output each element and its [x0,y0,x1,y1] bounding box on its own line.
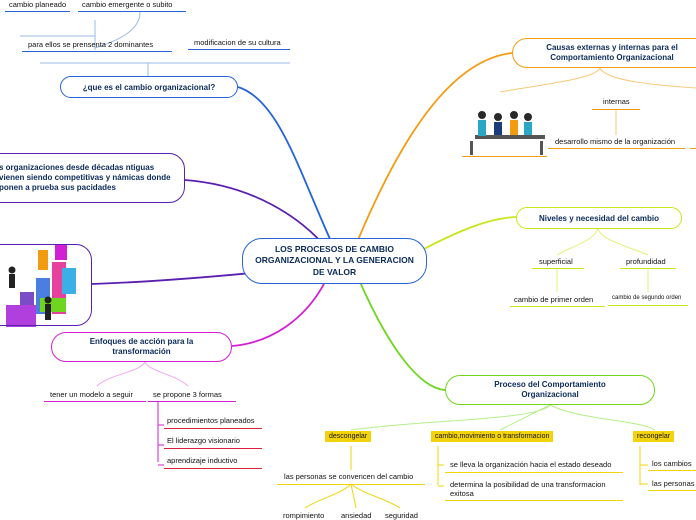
branch-line-enfoques [231,281,326,347]
forma-procedimientos-label[interactable]: procedimientos planeados [167,416,255,425]
branch-line-image-left [91,271,263,285]
forma-liderazgo-label[interactable]: El liderazgo visionario [167,436,240,445]
question-node[interactable]: ¿que es el cambio organizacional? [60,76,238,98]
causas-node[interactable]: Causas externas y internas para el Compo… [512,38,696,68]
business-team-illustration [6,245,76,327]
recongelar-tag[interactable]: recongelar [633,431,675,442]
rompimiento-label[interactable]: rompimiento [283,511,325,520]
team-meeting-illustration [470,111,545,155]
primer-orden-label[interactable]: cambio de primer orden [514,295,594,304]
central-topic[interactable]: LOS PROCESOS DE CAMBIO ORGANIZACIONAL Y … [242,238,427,284]
posibilidad-label[interactable]: determina la posibilidad de una transfor… [450,480,606,498]
branch-line-question [237,86,336,251]
convencen-label[interactable]: las personas se convencen del cambio [284,472,414,481]
cambio-movimiento-tag[interactable]: cambio,movimiento o transformacion [431,431,554,442]
proceso-node[interactable]: Proceso del Comportamiento Organizaciona… [445,375,655,405]
dominantes-label[interactable]: para ellos se prensenta 2 dominantes [28,40,154,49]
branch-line-proceso [359,281,446,391]
formas-label[interactable]: se propone 3 formas [153,390,222,399]
desarrollo-label[interactable]: desarrollo mismo de la organización [555,137,676,146]
descongelar-tag[interactable]: descongelar [325,431,372,442]
niveles-node[interactable]: Niveles y necesidad del cambio [516,207,682,229]
organizaciones-node[interactable]: s organizaciones desde décadas ntiguas v… [0,153,185,203]
cambio-planeado-label[interactable]: cambio planeado [9,0,67,9]
ansiedad-label[interactable]: ansiedad [341,511,372,520]
image-node-frame[interactable] [0,244,92,326]
cambio-emergente-label[interactable]: cambio emergente o subito [82,0,173,9]
enfoques-node[interactable]: Enfoques de acción para la transformació… [51,332,232,362]
branch-line-niveles [421,216,517,251]
las-personas-label[interactable]: las personas [652,479,695,488]
forma-aprendizaje-label[interactable]: aprendizaje inductivo [167,456,238,465]
profundidad-label[interactable]: profundidad [626,257,666,266]
modificacion-cultura-label[interactable]: modificacion de su cultura [194,38,281,47]
superficial-label[interactable]: superficial [539,257,573,266]
internas-label[interactable]: internas [603,97,630,106]
branch-line-causas [357,52,513,241]
modelo-label[interactable]: tener un modelo a seguir [50,390,133,399]
estado-deseado-label[interactable]: se lleva la organización hacia el estado… [450,460,612,469]
segundo-orden-label[interactable]: cambio de segundo orden [612,295,682,301]
los-cambios-label[interactable]: los cambios [652,459,692,468]
seguridad-label[interactable]: seguridad [385,511,418,520]
